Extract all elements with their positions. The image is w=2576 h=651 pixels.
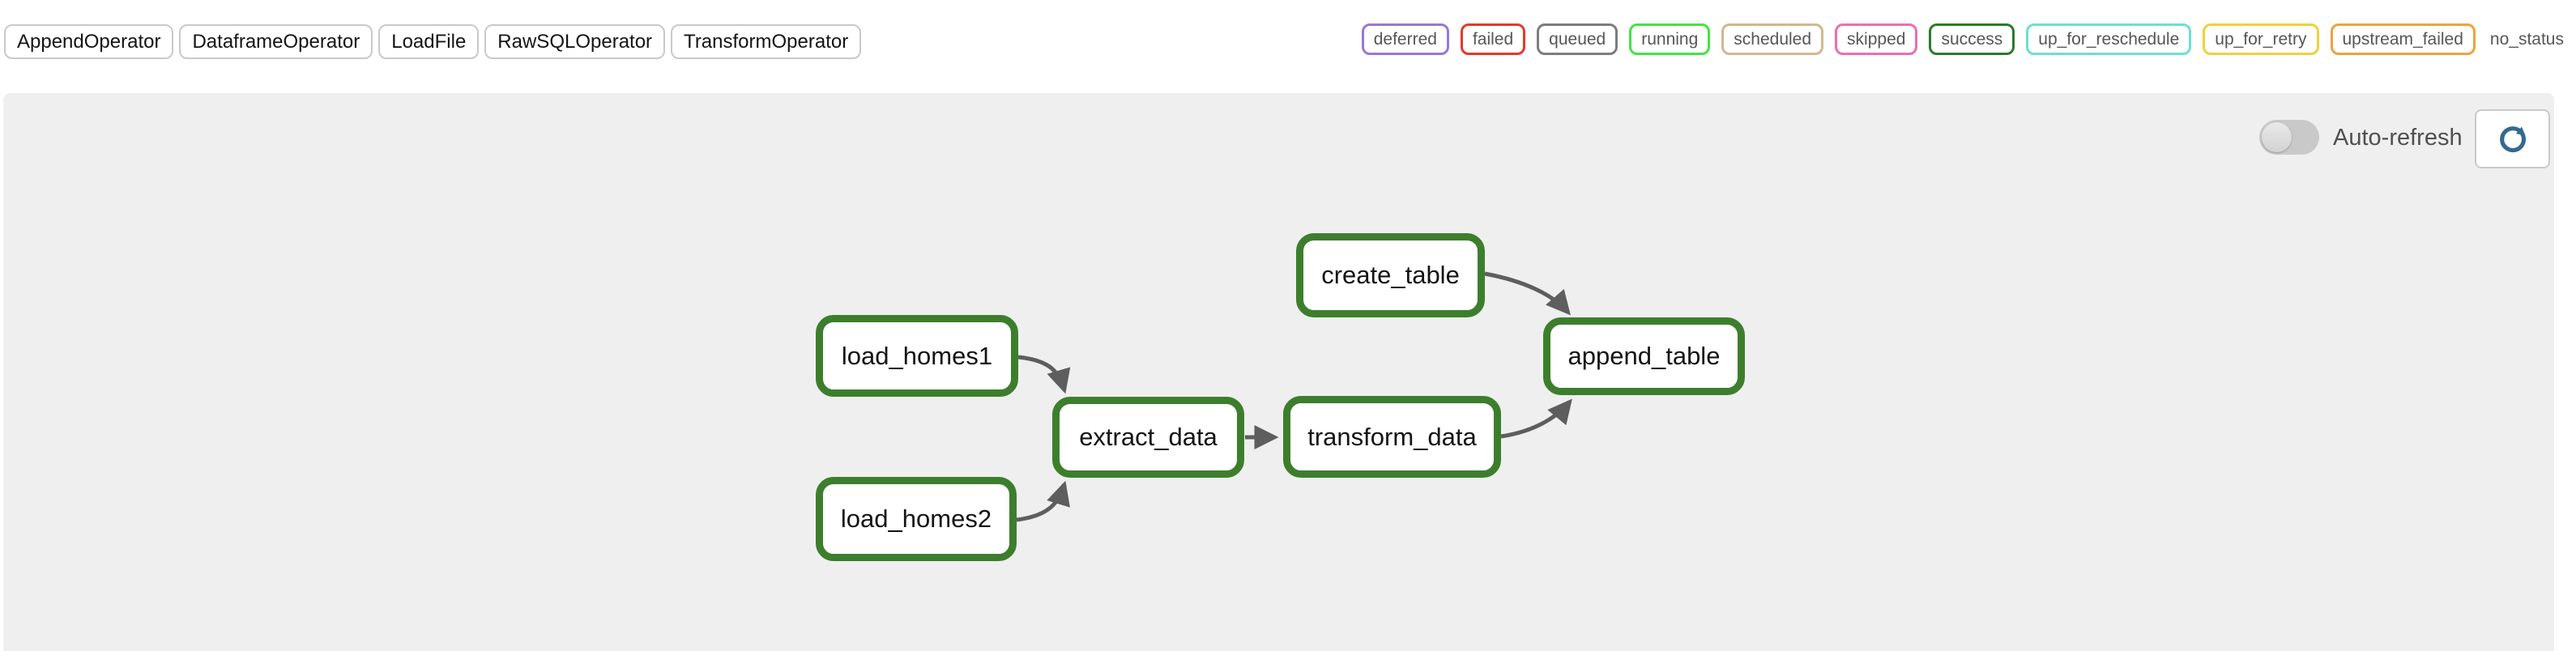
legend-running[interactable]: running (1629, 23, 1711, 55)
task-label: transform_data (1307, 422, 1477, 451)
legend-skipped[interactable]: skipped (1835, 23, 1918, 55)
legend-no-status[interactable]: no_status (2489, 29, 2564, 49)
filter-append-operator[interactable]: AppendOperator (4, 24, 174, 59)
legend-upstream-failed[interactable]: upstream_failed (2330, 23, 2476, 55)
refresh-button[interactable] (2475, 109, 2550, 168)
task-node-transform-data[interactable]: transform_data (1283, 396, 1501, 478)
refresh-icon (2499, 126, 2526, 152)
legend-failed[interactable]: failed (1460, 23, 1526, 55)
task-node-create-table[interactable]: create_table (1296, 233, 1485, 317)
graph-panel (3, 93, 2554, 651)
task-label: load_homes2 (840, 504, 992, 533)
task-label: extract_data (1079, 423, 1218, 451)
filter-transform-operator[interactable]: TransformOperator (671, 24, 862, 59)
legend-up-for-reschedule[interactable]: up_for_reschedule (2026, 23, 2192, 55)
task-label: load_homes1 (841, 341, 993, 370)
legend-scheduled[interactable]: scheduled (1721, 23, 1824, 55)
task-label: append_table (1567, 342, 1721, 370)
status-legend: deferred failed queued running scheduled… (1361, 23, 2564, 55)
legend-deferred[interactable]: deferred (1361, 23, 1449, 55)
toggle-knob (2262, 122, 2292, 152)
legend-success[interactable]: success (1929, 23, 2015, 55)
operator-filter-row: AppendOperator DataframeOperator LoadFil… (4, 24, 862, 59)
legend-up-for-retry[interactable]: up_for_retry (2203, 23, 2319, 55)
filter-rawsql-operator[interactable]: RawSQLOperator (484, 24, 666, 59)
legend-queued[interactable]: queued (1537, 23, 1619, 55)
task-node-extract-data[interactable]: extract_data (1052, 397, 1244, 478)
auto-refresh-label: Auto-refresh (2333, 125, 2463, 151)
filter-dataframe-operator[interactable]: DataframeOperator (179, 24, 373, 59)
task-node-append-table[interactable]: append_table (1543, 317, 1745, 395)
filter-loadfile-operator[interactable]: LoadFile (378, 24, 480, 59)
task-node-load-homes1[interactable]: load_homes1 (816, 315, 1018, 397)
auto-refresh-toggle[interactable] (2259, 120, 2319, 155)
task-node-load-homes2[interactable]: load_homes2 (816, 477, 1017, 561)
task-label: create_table (1321, 261, 1460, 289)
